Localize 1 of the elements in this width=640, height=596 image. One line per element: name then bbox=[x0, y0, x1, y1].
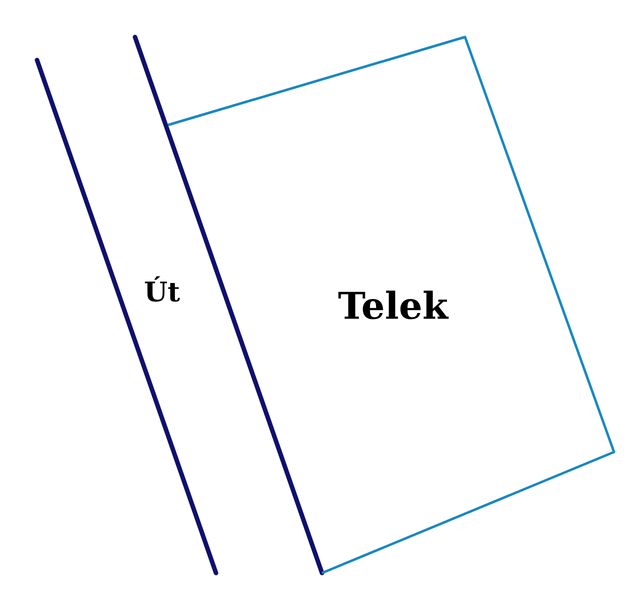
road-band: Út bbox=[34, 34, 324, 576]
